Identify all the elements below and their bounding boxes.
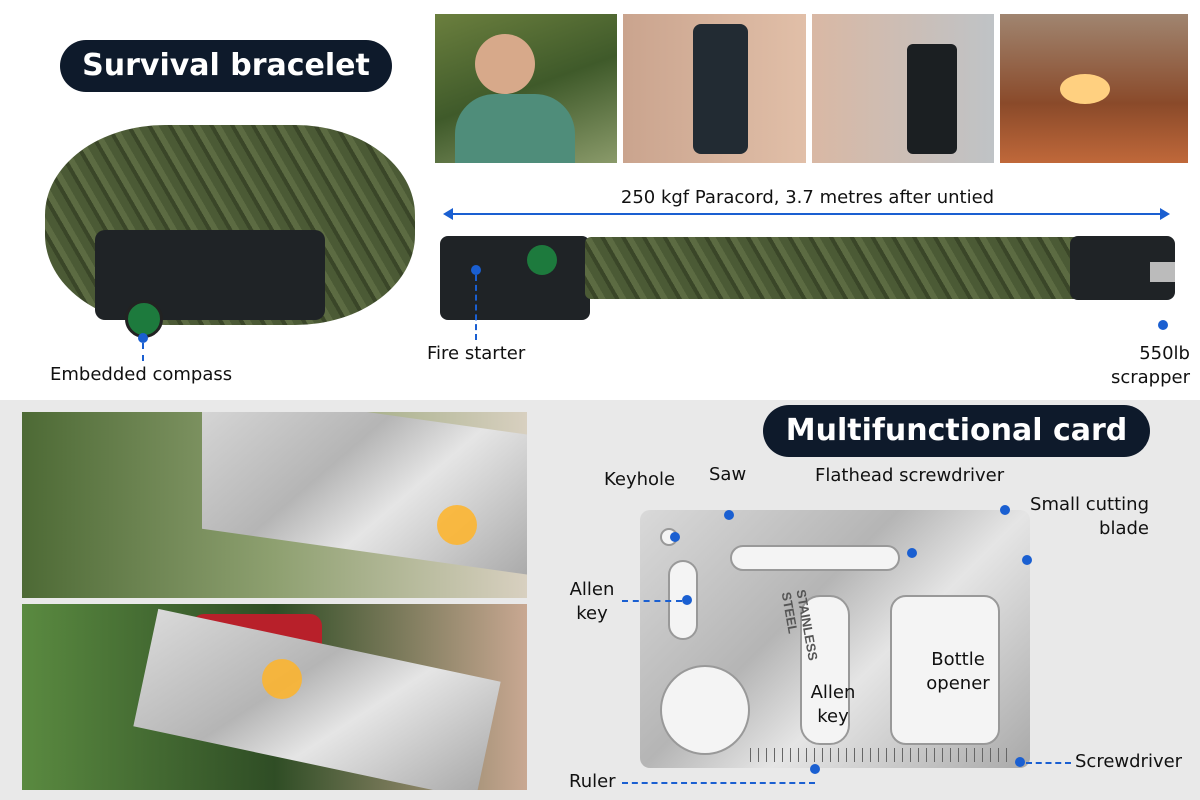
- photo-hiker: [435, 14, 617, 163]
- multifunction-card-image: STAINLESS STEEL: [640, 510, 1030, 768]
- length-arrow: [450, 213, 1165, 215]
- label-flathead-screwdriver: Flathead screwdriver: [815, 465, 1005, 486]
- photo-card-saw: [22, 412, 527, 598]
- label-paracord-length: 250 kgf Paracord, 3.7 metres after untie…: [620, 187, 995, 208]
- label-fire-starter: Fire starter: [427, 343, 526, 364]
- multifunctional-card-title: Multifunctional card: [763, 405, 1150, 457]
- scrapper-marker: [1158, 320, 1168, 330]
- survival-bracelet-title: Survival bracelet: [60, 40, 392, 92]
- photo-card-bottle-opener: [22, 604, 527, 790]
- compass-marker: [138, 333, 148, 343]
- photo-fire-starting: [1000, 14, 1188, 163]
- label-keyhole: Keyhole: [604, 469, 676, 490]
- photo-wrist-bracelet: [623, 14, 806, 163]
- label-saw: Saw: [709, 464, 747, 485]
- label-ruler: Ruler: [569, 771, 616, 792]
- label-embedded-compass: Embedded compass: [50, 364, 233, 385]
- label-screwdriver: Screwdriver: [1075, 751, 1183, 772]
- fire-starter-marker: [471, 265, 481, 275]
- photo-whistle: [812, 14, 994, 163]
- straight-bracelet-buckle-left: [440, 236, 590, 320]
- card-ruler-marks: [750, 748, 1010, 762]
- straight-bracelet-cord: [585, 237, 1085, 299]
